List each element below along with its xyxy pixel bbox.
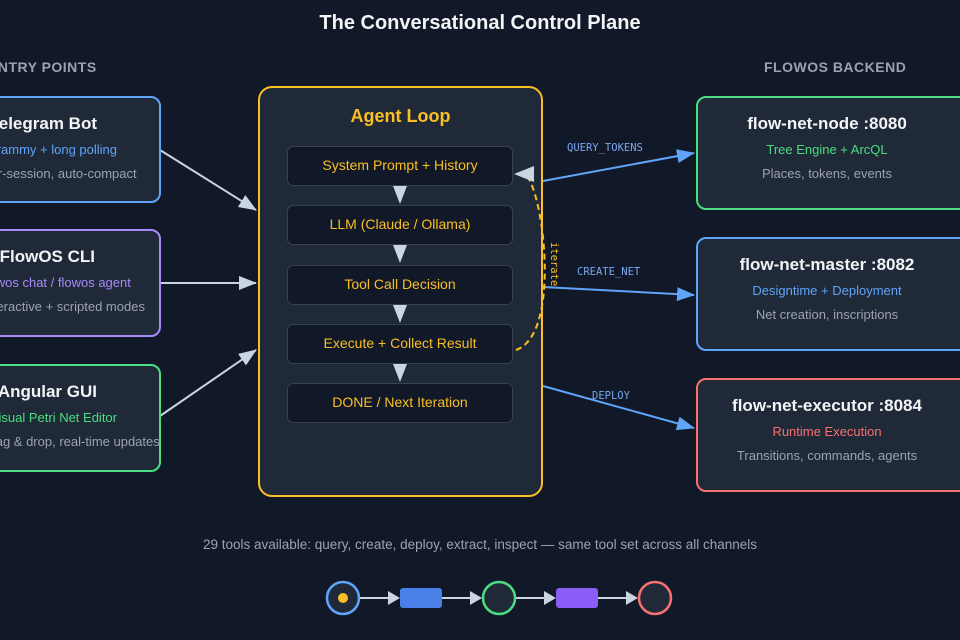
edge-loop-to-master	[542, 286, 695, 302]
iterate-loop-edge	[515, 175, 546, 351]
entry-desc: Per-session, auto-compact	[0, 166, 137, 181]
backend-name: flow-net-executor :8084	[732, 396, 922, 415]
down-arrow-icon	[393, 364, 407, 382]
backend-desc: Places, tokens, events	[761, 166, 893, 181]
section-label-backend: FLOWOS BACKEND	[764, 59, 907, 75]
entry-sub: Grammy + long polling	[0, 142, 117, 157]
backend-name: flow-net-master :8082	[739, 255, 915, 274]
backend-sub: Tree Engine + ArcQL	[766, 142, 888, 157]
loop-step-tool-call[interactable]: Tool Call Decision	[287, 265, 513, 305]
entry-desc: Drag & drop, real-time updates	[0, 434, 160, 449]
edge-label-create-net: CREATE_NET	[577, 266, 641, 278]
loop-step-execute[interactable]: Execute + Collect Result	[287, 324, 513, 364]
page-title: The Conversational Control Plane	[319, 12, 641, 34]
entry-sub: Visual Petri Net Editor	[0, 410, 117, 425]
iterate-arrow-icon	[514, 166, 534, 182]
backend-box-executor[interactable]: flow-net-executor :8084 Runtime Executio…	[696, 378, 960, 492]
loop-step-system-prompt[interactable]: System Prompt + History	[287, 146, 513, 186]
entry-name: Angular GUI	[0, 382, 97, 401]
entry-name: FlowOS CLI	[0, 247, 95, 266]
agent-loop-title: Agent Loop	[350, 106, 451, 126]
petri-arrow-icon	[470, 591, 482, 605]
backend-desc: Net creation, inscriptions	[755, 307, 899, 322]
petri-arrow-icon	[544, 591, 556, 605]
backend-sub: Runtime Execution	[772, 424, 882, 439]
backend-box-node[interactable]: flow-net-node :8080 Tree Engine + ArcQL …	[696, 96, 960, 210]
down-arrow-icon	[393, 186, 407, 204]
backend-sub: Designtime + Deployment	[752, 283, 902, 298]
petri-transition	[556, 588, 598, 608]
edge-loop-to-executor	[542, 385, 695, 431]
entry-box-cli[interactable]: FlowOS CLI flowos chat / flowos agent In…	[0, 229, 161, 337]
footer-note: 29 tools available: query, create, deplo…	[202, 537, 758, 552]
down-arrow-icon	[393, 305, 407, 323]
edge-loop-to-node	[542, 149, 695, 182]
petri-arrow-icon	[626, 591, 638, 605]
entry-box-gui[interactable]: Angular GUI Visual Petri Net Editor Drag…	[0, 364, 161, 472]
loop-step-done[interactable]: DONE / Next Iteration	[287, 383, 513, 423]
petri-transition	[400, 588, 442, 608]
entry-name: Telegram Bot	[0, 114, 97, 133]
loop-step-llm[interactable]: LLM (Claude / Ollama)	[287, 205, 513, 245]
edge-label-deploy: DEPLOY	[592, 390, 630, 402]
edge-telegram-to-loop	[159, 149, 257, 211]
backend-box-master[interactable]: flow-net-master :8082 Designtime + Deplo…	[696, 237, 960, 351]
entry-desc: Interactive + scripted modes	[0, 299, 145, 314]
petri-token	[338, 593, 348, 603]
backend-name: flow-net-node :8080	[747, 114, 907, 133]
section-label-entry-points: ENTRY POINTS	[0, 59, 97, 75]
petri-place	[637, 580, 673, 616]
entry-sub: flowos chat / flowos agent	[0, 275, 131, 290]
edge-label-query-tokens: QUERY_TOKENS	[567, 142, 643, 154]
backend-desc: Transitions, commands, agents	[736, 448, 918, 463]
petri-arrow-icon	[388, 591, 400, 605]
entry-box-telegram[interactable]: Telegram Bot Grammy + long polling Per-s…	[0, 96, 161, 203]
petri-place	[481, 580, 517, 616]
down-arrow-icon	[393, 245, 407, 263]
edge-gui-to-loop	[159, 349, 257, 417]
